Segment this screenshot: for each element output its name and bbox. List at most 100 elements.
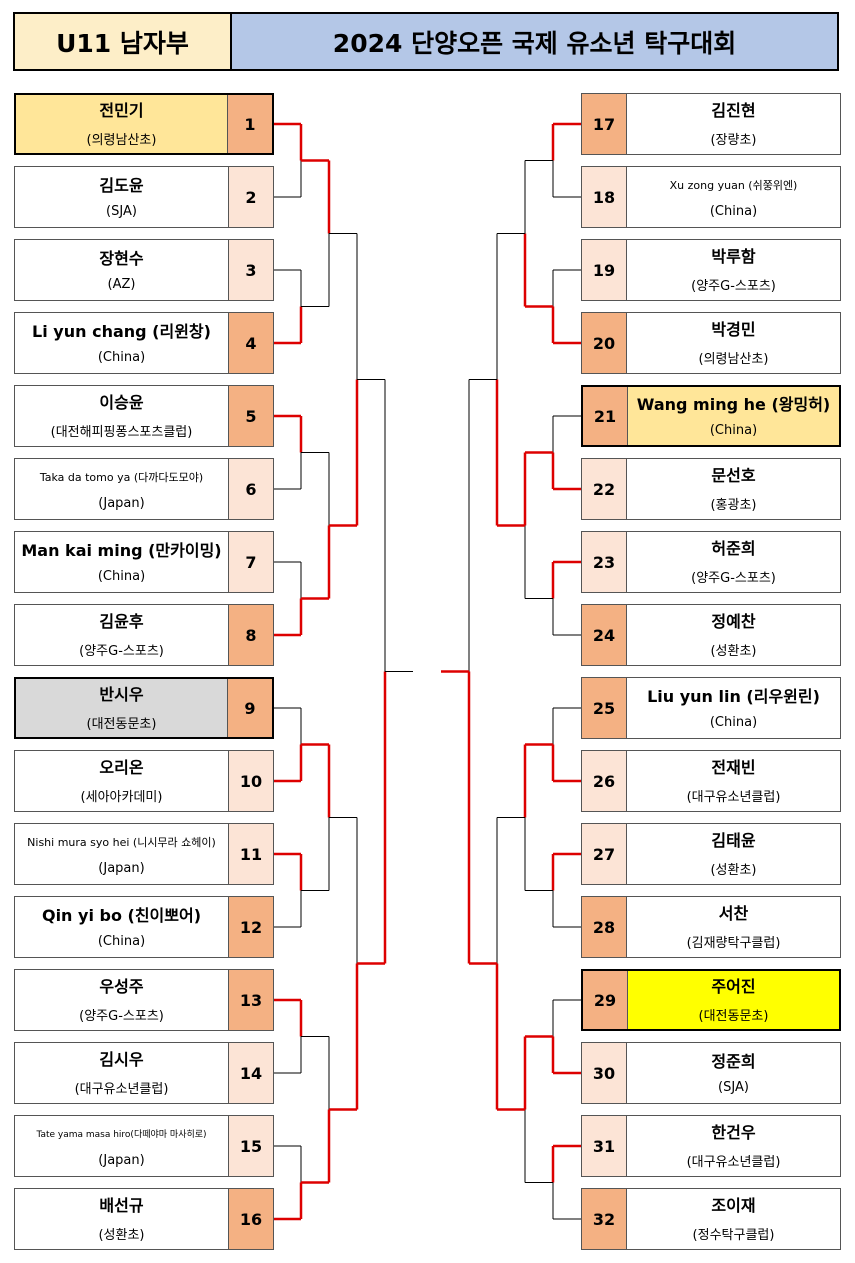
player-name: 한건우 xyxy=(711,1122,756,1142)
player-club: (China) xyxy=(97,349,146,365)
seed-number: 13 xyxy=(228,970,273,1030)
player-club: (대구유소년클럽) xyxy=(686,789,781,805)
player-club: (대전동문초) xyxy=(698,1008,769,1024)
seed-number: 10 xyxy=(228,751,273,811)
player-entry: 조이재(정수탁구클럽)32 xyxy=(581,1188,841,1250)
seed-number: 31 xyxy=(582,1116,627,1176)
player-info: 김태윤(성환초) xyxy=(627,824,840,884)
player-entry: 반시우 (대전동문초) 9 xyxy=(14,677,274,739)
seed-number: 9 xyxy=(227,679,272,737)
seed-number: 11 xyxy=(228,824,273,884)
player-entry: Xu zong yuan (쉬쭝위엔)(China)18 xyxy=(581,166,841,228)
player-info: Wang ming he (왕밍허) (China) xyxy=(628,387,839,445)
player-club: (양주G-스포츠) xyxy=(691,278,776,294)
player-club: (Japan) xyxy=(98,495,145,511)
player-name: Nishi mura syo hei (니시무라 쇼헤이) xyxy=(27,835,216,849)
player-club: (China) xyxy=(709,422,758,438)
seed-number: 7 xyxy=(228,532,273,592)
player-entry: 문선호(홍광초)22 xyxy=(581,458,841,520)
seed-number: 3 xyxy=(228,240,273,300)
player-club: (China) xyxy=(709,203,758,219)
seed-number: 32 xyxy=(582,1189,627,1249)
player-info: Man kai ming (만카이밍)(China) xyxy=(15,532,228,592)
seed-number: 23 xyxy=(582,532,627,592)
player-entry: 박경민 (의령남산초) 20 xyxy=(581,312,841,374)
player-entry: Qin yi bo (친이뽀어) (China) 12 xyxy=(14,896,274,958)
player-entry: 정준희(SJA)30 xyxy=(581,1042,841,1104)
player-name: Xu zong yuan (쉬쭝위엔) xyxy=(669,178,798,192)
player-info: Xu zong yuan (쉬쭝위엔) (China) xyxy=(627,167,840,227)
player-info: Qin yi bo (친이뽀어) (China) xyxy=(15,897,228,957)
player-name: 김시우 xyxy=(99,1049,144,1069)
seed-number: 14 xyxy=(228,1043,273,1103)
player-club: (대전동문초) xyxy=(86,716,157,732)
player-info: 장현수 (AZ) xyxy=(15,240,228,300)
player-club: (정수탁구클럽) xyxy=(692,1227,775,1243)
player-entry: 우성주(양주G-스포츠)13 xyxy=(14,969,274,1031)
seed-number: 4 xyxy=(228,313,273,373)
player-name: 우성주 xyxy=(99,976,144,996)
seed-number: 5 xyxy=(228,386,273,446)
player-club: (의령남산초) xyxy=(698,351,769,367)
player-info: 김윤후(양주G-스포츠) xyxy=(15,605,228,665)
player-info: Taka da tomo ya (다까다도모야)(Japan) xyxy=(15,459,228,519)
player-entry: 전민기 (의령남산초) 1 xyxy=(14,93,274,155)
player-name: 전민기 xyxy=(99,100,144,120)
player-club: (대구유소년클럽) xyxy=(74,1081,169,1097)
player-entry: 주어진(대전동문초)29 xyxy=(581,969,841,1031)
player-entry: 배선규(성환초)16 xyxy=(14,1188,274,1250)
player-name: Qin yi bo (친이뽀어) xyxy=(41,905,202,925)
player-name: Tate yama masa hiro(다떼야마 마사히로) xyxy=(36,1129,207,1140)
player-entry: 오리온 (세아아카데미) 10 xyxy=(14,750,274,812)
seed-number: 6 xyxy=(228,459,273,519)
player-info: 이승윤(대전해피핑퐁스포츠클럽) xyxy=(15,386,228,446)
seed-number: 22 xyxy=(582,459,627,519)
player-name: 반시우 xyxy=(99,684,144,704)
player-name: 전재빈 xyxy=(711,757,756,777)
player-info: 김시우 (대구유소년클럽) xyxy=(15,1043,228,1103)
player-club: (성환초) xyxy=(710,643,757,659)
player-info: 주어진(대전동문초) xyxy=(628,971,839,1029)
player-info: 전민기 (의령남산초) xyxy=(16,95,227,153)
player-entry: 김시우 (대구유소년클럽) 14 xyxy=(14,1042,274,1104)
player-info: 정예찬(성환초) xyxy=(627,605,840,665)
player-entry: 김진현(장량초)17 xyxy=(581,93,841,155)
player-name: Wang ming he (왕밍허) xyxy=(636,394,831,414)
seed-number: 2 xyxy=(228,167,273,227)
player-entry: 김윤후(양주G-스포츠)8 xyxy=(14,604,274,666)
player-entry: Liu yun lin (리우윈린)(China)25 xyxy=(581,677,841,739)
player-info: 배선규(성환초) xyxy=(15,1189,228,1249)
player-club: (세아아카데미) xyxy=(80,789,163,805)
player-info: 조이재(정수탁구클럽) xyxy=(627,1189,840,1249)
player-info: 문선호(홍광초) xyxy=(627,459,840,519)
player-info: Li yun chang (리윈창)(China) xyxy=(15,313,228,373)
player-name: 정준희 xyxy=(711,1051,756,1071)
player-name: 서찬 xyxy=(718,903,749,923)
player-name: 박경민 xyxy=(711,319,756,339)
seed-number: 20 xyxy=(582,313,627,373)
player-club: (China) xyxy=(97,933,146,949)
player-info: Liu yun lin (리우윈린)(China) xyxy=(627,678,840,738)
player-info: 정준희(SJA) xyxy=(627,1043,840,1103)
player-info: 박경민 (의령남산초) xyxy=(627,313,840,373)
player-club: (AZ) xyxy=(107,276,136,292)
bracket-header: U11 남자부 2024 단양오픈 국제 유소년 탁구대회 xyxy=(13,12,839,71)
player-info: 서찬 (김재량탁구클럽) xyxy=(627,897,840,957)
seed-number: 15 xyxy=(228,1116,273,1176)
player-name: 오리온 xyxy=(99,757,144,777)
player-info: 김진현(장량초) xyxy=(627,94,840,154)
player-club: (김재량탁구클럽) xyxy=(686,935,781,951)
seed-number: 1 xyxy=(227,95,272,153)
player-club: (의령남산초) xyxy=(86,132,157,148)
player-entry: 정예찬(성환초)24 xyxy=(581,604,841,666)
player-entry: 박루함(양주G-스포츠)19 xyxy=(581,239,841,301)
seed-number: 8 xyxy=(228,605,273,665)
seed-number: 16 xyxy=(228,1189,273,1249)
seed-number: 28 xyxy=(582,897,627,957)
seed-number: 12 xyxy=(228,897,273,957)
player-entry: 장현수 (AZ) 3 xyxy=(14,239,274,301)
seed-number: 25 xyxy=(582,678,627,738)
category-label: U11 남자부 xyxy=(15,14,232,69)
player-name: 장현수 xyxy=(99,248,144,268)
